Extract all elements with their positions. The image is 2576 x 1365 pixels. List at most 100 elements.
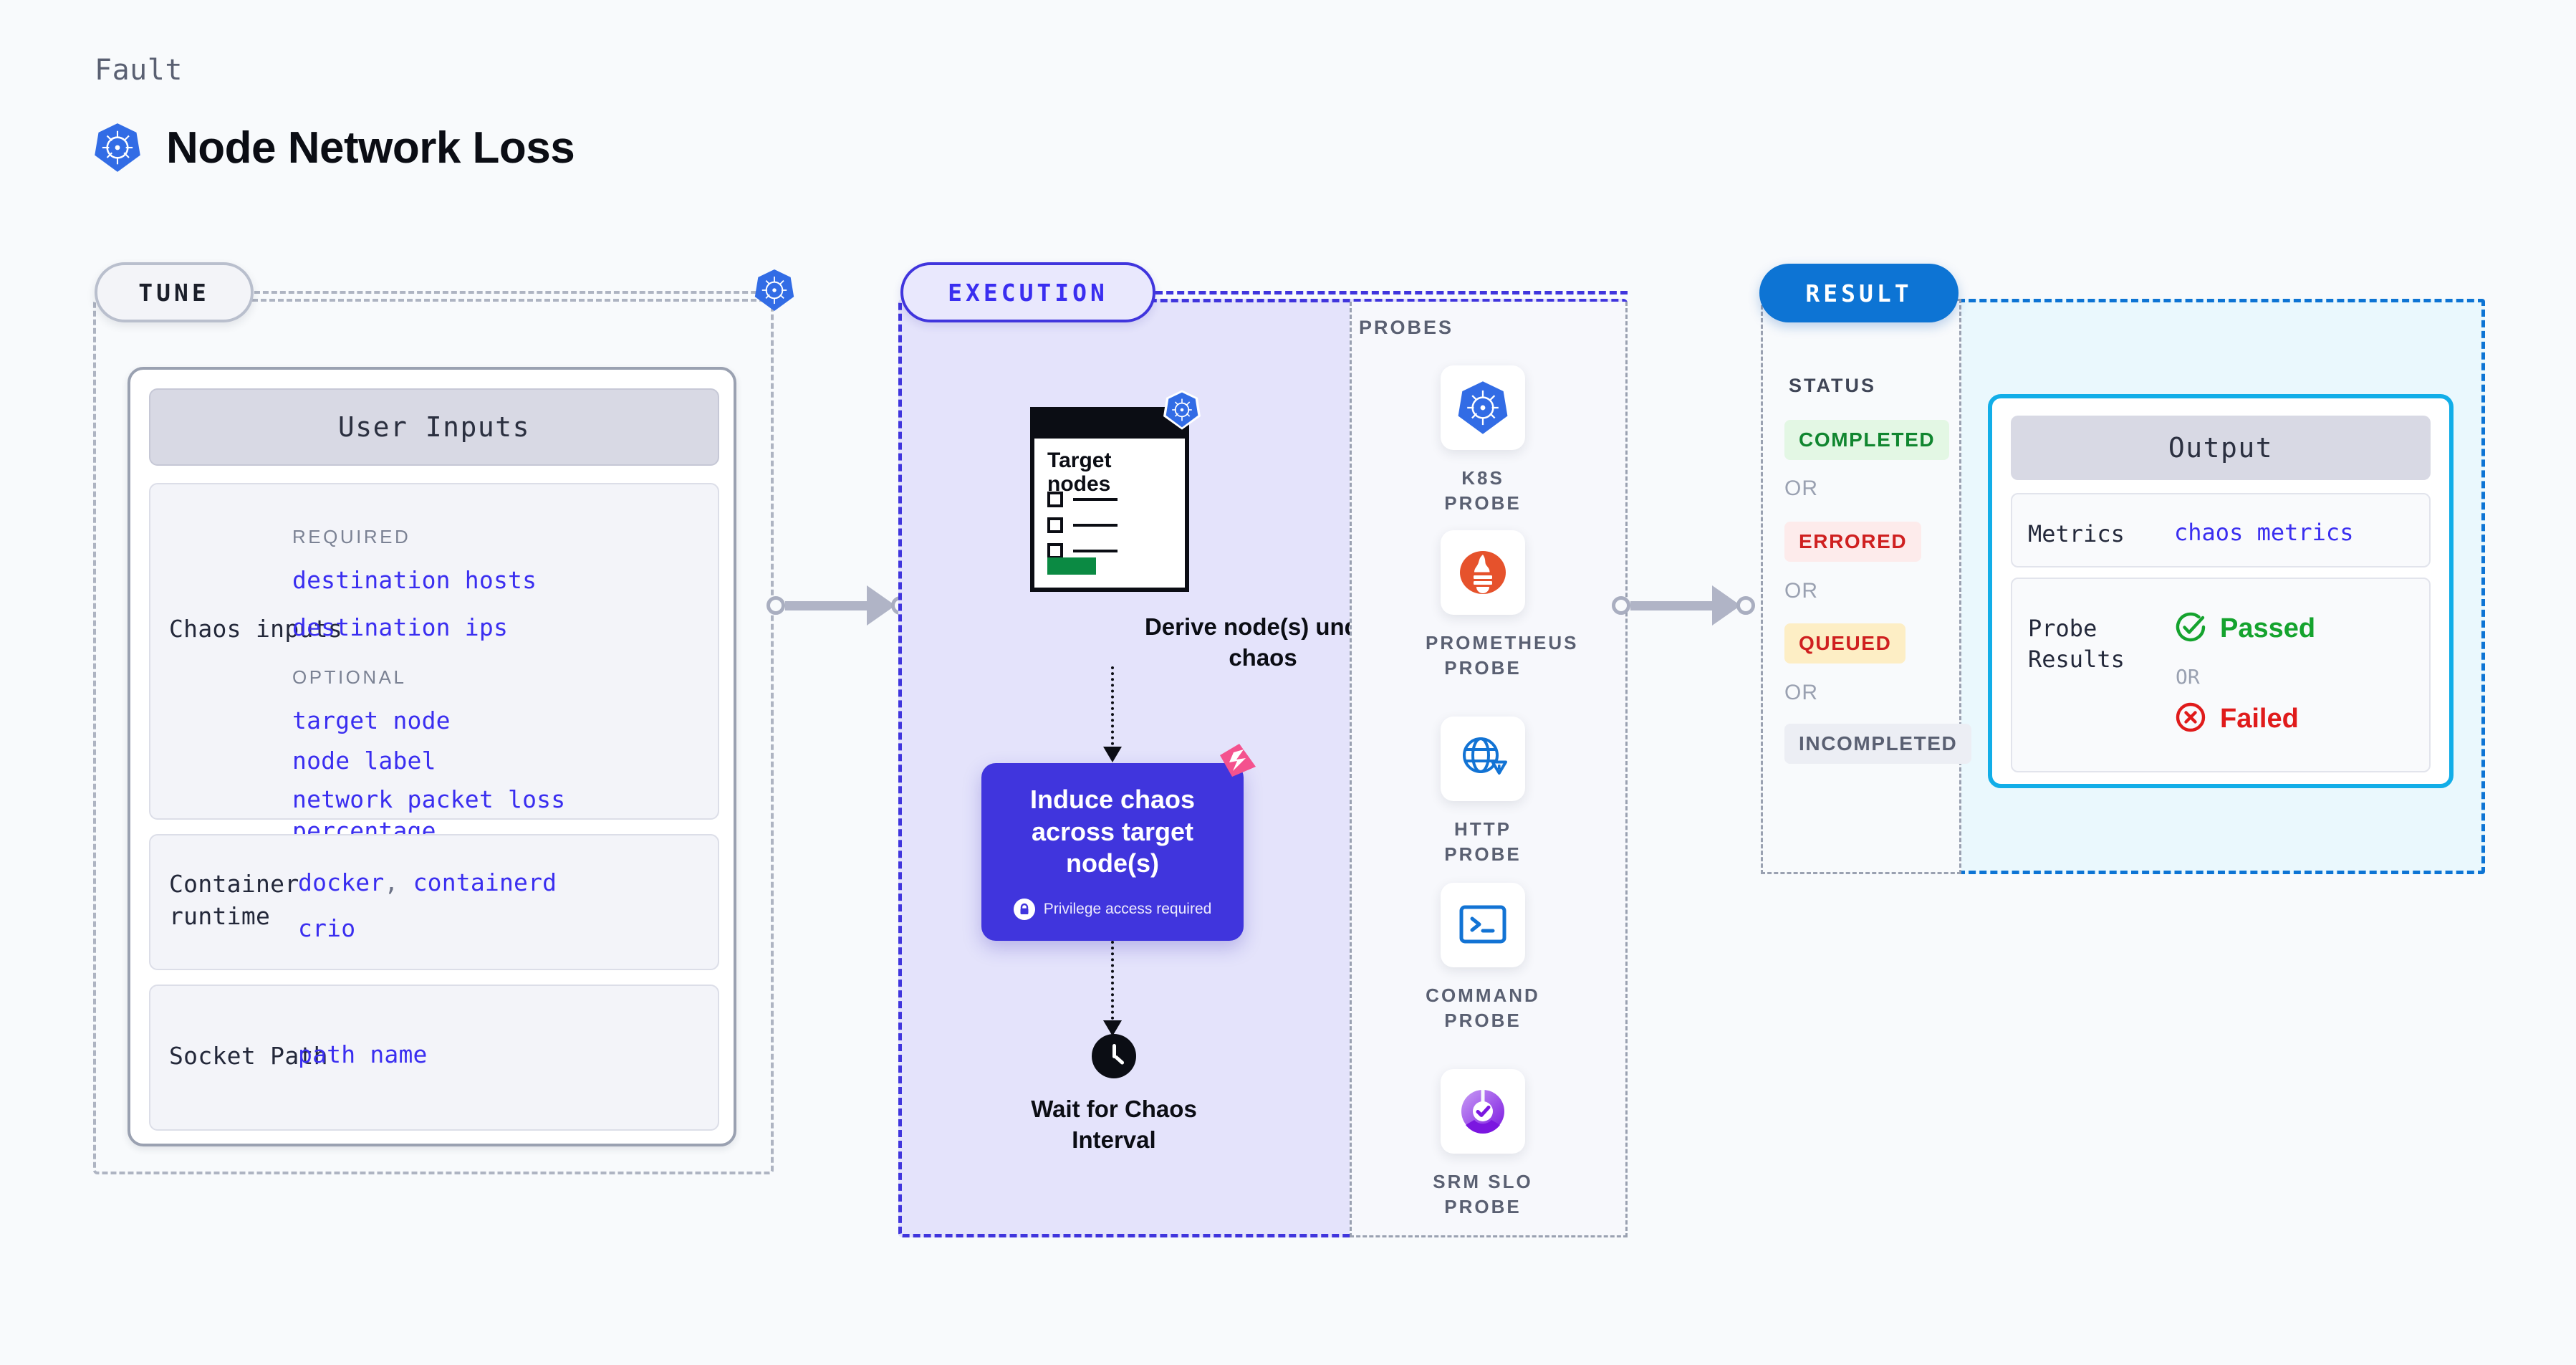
- checkbox-icon: [1047, 517, 1063, 533]
- optional-group-title: OPTIONAL: [292, 666, 407, 688]
- status-or-2: OR: [1784, 579, 1818, 603]
- probe-command[interactable]: COMMAND PROBE: [1426, 883, 1540, 1033]
- status-column-divider: [1959, 299, 1961, 874]
- input-node-label[interactable]: node label: [292, 747, 436, 775]
- connector-execution-to-result: [1612, 584, 1755, 627]
- target-nodes-title: Target nodes: [1047, 449, 1112, 496]
- tune-badge[interactable]: TUNE: [95, 262, 254, 322]
- fault-eyebrow: Fault: [95, 54, 183, 87]
- probes-title: PROBES: [1359, 317, 1454, 338]
- probe-label: K8S PROBE: [1444, 467, 1522, 514]
- probe-result-or: OR: [2176, 665, 2200, 689]
- litmus-icon: [1218, 742, 1258, 784]
- globe-warning-icon: [1441, 717, 1525, 801]
- metrics-row: Metrics chaos metrics: [2011, 493, 2431, 567]
- probe-srm-slo[interactable]: SRM SLO PROBE: [1426, 1069, 1540, 1220]
- lock-icon: [1013, 898, 1035, 920]
- checkbox-icon: [1047, 492, 1063, 507]
- input-target-node[interactable]: target node: [292, 707, 451, 734]
- induce-chaos-text: Induce chaos across target node(s): [1029, 785, 1196, 878]
- page-title-text: Node Network Loss: [166, 123, 575, 173]
- flow-line-1: [1111, 666, 1114, 751]
- probe-label: COMMAND PROBE: [1426, 985, 1540, 1032]
- prometheus-icon: [1441, 530, 1525, 615]
- output-title: Output: [2011, 416, 2431, 480]
- checklist-item: [1047, 543, 1118, 559]
- execution-badge[interactable]: EXECUTION: [900, 262, 1155, 322]
- runtime-values-line1[interactable]: docker, containerd: [298, 867, 557, 899]
- connector-line: [785, 600, 868, 610]
- user-inputs-card: User Inputs Chaos inputs REQUIRED destin…: [128, 367, 736, 1146]
- connector-arrowhead: [1712, 585, 1741, 626]
- induce-chaos-step[interactable]: Induce chaos across target node(s) Privi…: [981, 763, 1244, 941]
- status-badge-completed: COMPLETED: [1784, 420, 1950, 460]
- input-destination-hosts[interactable]: destination hosts: [292, 566, 537, 594]
- checklist-item: [1047, 492, 1118, 507]
- srm-slo-icon: [1441, 1069, 1525, 1154]
- socket-path-section: Socket Path path name: [149, 985, 719, 1131]
- status-or-1: OR: [1784, 476, 1818, 500]
- status-badge-queued: QUEUED: [1784, 623, 1906, 664]
- page-title: Node Network Loss: [93, 122, 575, 173]
- probe-result-failed: Failed: [2174, 701, 2299, 737]
- kubernetes-icon: [1441, 365, 1525, 450]
- connector-tune-to-execution: [766, 584, 910, 627]
- input-destination-ips[interactable]: destination ips: [292, 613, 509, 641]
- runtime-containerd[interactable]: containerd: [413, 868, 557, 896]
- target-nodes-card: Target nodes: [1030, 390, 1201, 592]
- tune-top-connector: [254, 291, 774, 294]
- socket-path-label: Socket Path: [169, 1042, 328, 1070]
- probe-results-label: Probe Results: [2028, 615, 2125, 674]
- chaos-inputs-section: Chaos inputs REQUIRED destination hosts …: [149, 483, 719, 886]
- passed-label: Passed: [2220, 613, 2316, 643]
- runtime-separator: ,: [384, 868, 399, 896]
- kubernetes-icon: [754, 268, 795, 315]
- probe-result-passed: Passed: [2174, 610, 2315, 646]
- target-nodes-window: Target nodes: [1030, 407, 1189, 592]
- probe-label: SRM SLO PROBE: [1433, 1171, 1533, 1218]
- connector-start-dot: [766, 596, 785, 615]
- flow-line-2: [1111, 941, 1114, 1025]
- runtime-crio[interactable]: crio: [298, 914, 356, 942]
- privilege-note-text: Privilege access required: [1043, 900, 1212, 917]
- check-circle-icon: [2174, 610, 2207, 646]
- socket-path-value[interactable]: path name: [298, 1040, 428, 1068]
- flow-arrow-1: [1103, 747, 1122, 762]
- runtime-docker[interactable]: docker: [298, 868, 385, 896]
- container-runtime-label: Container runtime: [169, 870, 299, 930]
- result-badge[interactable]: RESULT: [1759, 264, 1959, 322]
- kubernetes-icon: [1163, 390, 1201, 433]
- probe-prometheus[interactable]: PROMETHEUS PROBE: [1426, 530, 1579, 681]
- status-badge-errored: ERRORED: [1784, 522, 1922, 562]
- container-runtime-section: Container runtime docker, containerd cri…: [149, 834, 719, 970]
- required-group-title: REQUIRED: [292, 526, 411, 547]
- metrics-value[interactable]: chaos metrics: [2174, 519, 2354, 546]
- output-card: Output Metrics chaos metrics Probe Resul…: [1988, 394, 2454, 788]
- kubernetes-icon: [93, 122, 142, 173]
- derive-nodes-caption: Derive node(s) under chaos: [1144, 613, 1382, 671]
- execution-top-connector: [1155, 291, 1628, 294]
- chaos-inputs-label: Chaos inputs: [169, 615, 343, 643]
- placeholder-line: [1073, 524, 1118, 527]
- x-circle-icon: [2174, 701, 2207, 737]
- clock-icon: [1092, 1034, 1136, 1078]
- metrics-label: Metrics: [2028, 520, 2125, 547]
- confirm-bar: [1047, 557, 1096, 575]
- connector-end-dot: [1736, 596, 1755, 615]
- privilege-note: Privilege access required: [1013, 898, 1212, 920]
- probe-http[interactable]: HTTP PROBE: [1426, 717, 1540, 867]
- status-or-3: OR: [1784, 681, 1818, 704]
- status-title: STATUS: [1789, 375, 1876, 396]
- tune-panel: [93, 299, 774, 1174]
- terminal-icon: [1441, 883, 1525, 967]
- probe-label: PROMETHEUS PROBE: [1426, 632, 1579, 679]
- probe-results-row: Probe Results Passed OR F: [2011, 578, 2431, 772]
- window-titlebar: [1034, 411, 1185, 439]
- checkbox-icon: [1047, 543, 1063, 559]
- checklist-item: [1047, 517, 1118, 533]
- probe-k8s[interactable]: K8S PROBE: [1426, 365, 1540, 516]
- probe-label: HTTP PROBE: [1444, 818, 1522, 866]
- status-column: [1761, 299, 1961, 874]
- connector-line: [1630, 600, 1714, 610]
